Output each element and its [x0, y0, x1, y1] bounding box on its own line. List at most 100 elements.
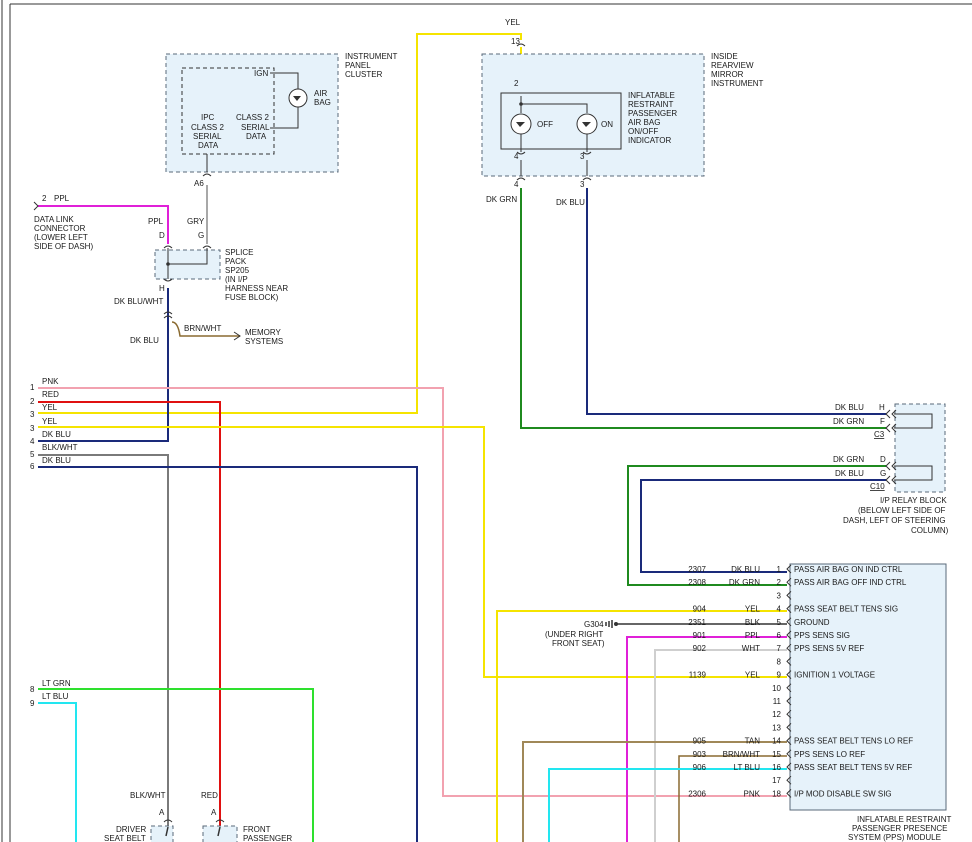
wire-yel-4 — [38, 426, 787, 678]
module-pin-14-ckt: 905 — [693, 737, 707, 746]
module-pin-15-func: PPS SENS LO REF — [794, 750, 865, 759]
airbag-label-1: AIR — [314, 89, 328, 98]
module-pin-4-wire: YEL — [745, 605, 761, 614]
module-pin-6-func: PPS SENS SIG — [794, 631, 850, 640]
mirror-pin-4: 4 — [514, 152, 519, 161]
module-terminal-13 — [786, 723, 792, 732]
bus-2b-name: YEL — [42, 403, 58, 412]
relay-row-2-wire: DK GRN — [833, 417, 864, 426]
relay-label-3: DASH, LEFT OF STEERING — [843, 516, 946, 525]
mirror-pin-3b: 3 — [580, 180, 585, 189]
mirror-title-1: INSIDE — [711, 52, 738, 61]
module-label-2: PASSENGER PRESENCE — [852, 824, 947, 833]
wire-brnwht-903 — [678, 755, 787, 842]
bus-1-name: PNK — [42, 377, 59, 386]
module-pin-1-wire: DK BLU — [731, 565, 760, 574]
module-pin-4-func: PASS SEAT BELT TENS SIG — [794, 605, 898, 614]
module-pin-17-pin: 17 — [772, 776, 781, 785]
module-pin-4-ckt: 904 — [693, 605, 707, 614]
module-terminal-16 — [786, 762, 792, 772]
module-terminal-12 — [786, 709, 792, 719]
mirror-wire-dkgrn: DK GRN — [486, 195, 517, 204]
front-label-1: FRONT — [243, 825, 271, 834]
splice-label-1: SPLICE — [225, 248, 253, 257]
module-pin-18-func: I/P MOD DISABLE SW SIG — [794, 789, 892, 798]
wire-yel-904 — [496, 610, 787, 842]
module-pin-16-pin: 16 — [772, 763, 781, 772]
splice-label-5: HARNESS NEAR — [225, 284, 288, 293]
module-pin-6-pin: 6 — [777, 631, 782, 640]
module-pin-6-ckt: 901 — [693, 631, 707, 640]
module-pin-15-pin: 15 — [772, 750, 781, 759]
wire-dkblu-7 — [38, 466, 418, 842]
ipc-title-1: INSTRUMENT — [345, 52, 398, 61]
dlc-label-3: (LOWER LEFT — [34, 233, 88, 242]
bus-4-name: DK BLU — [42, 430, 71, 439]
module-terminal-9 — [786, 670, 792, 679]
driver-label-2: SEAT BELT — [104, 834, 146, 842]
wire-ltblu — [38, 702, 77, 842]
mirror-title-2: REARVIEW — [711, 61, 754, 70]
data-link-connector: 2 PPL DATA LINK CONNECTOR (LOWER LEFT SI… — [33, 194, 93, 251]
relay-row-2-pin: F — [880, 417, 885, 426]
bus-3-num: 3 — [30, 424, 35, 433]
wire-dkblu-splice — [38, 288, 169, 442]
module-pin-13-pin: 13 — [772, 723, 781, 732]
bus-5-name: BLK/WHT — [42, 443, 78, 452]
module-terminal-1 — [786, 564, 792, 574]
module-pin-2-func: PASS AIR BAG OFF IND CTRL — [794, 578, 907, 587]
module-terminal-10 — [786, 683, 792, 693]
module-pin-5-pin: 5 — [777, 618, 782, 627]
module-pin-9-pin: 9 — [777, 671, 782, 680]
module-pin-5-wire: BLK — [745, 618, 761, 627]
module-terminal-18 — [786, 789, 792, 798]
module-pin-2-pin: 2 — [777, 578, 782, 587]
indicator-title-6: INDICATOR — [628, 136, 671, 145]
bus-4-num: 4 — [30, 437, 35, 446]
module-pin-2-wire: DK GRN — [729, 578, 760, 587]
memory-label-1: MEMORY — [245, 328, 282, 337]
bus-9-name: LT BLU — [42, 692, 69, 701]
splice-dkblu: DK BLU — [130, 336, 159, 345]
bus-5-num: 5 — [30, 450, 35, 459]
bus-3-name: YEL — [42, 417, 58, 426]
ipc-title-2: PANEL — [345, 61, 371, 70]
module-terminal-3 — [786, 591, 792, 600]
off-label: OFF — [537, 120, 553, 129]
relay-row-4-pin: G — [880, 469, 886, 478]
module-pin-15-wire: BRN/WHT — [723, 750, 760, 759]
instrument-panel-cluster: INSTRUMENT PANEL CLUSTER IGN AIR BAG IPC… — [165, 52, 398, 188]
driver-label-1: DRIVER — [116, 825, 146, 834]
module-pin-4-pin: 4 — [777, 605, 782, 614]
module-pin-6-wire: PPL — [745, 631, 761, 640]
module-pin-5-func: GROUND — [794, 618, 830, 627]
module-pin-16-ckt: 906 — [693, 763, 707, 772]
wire-ltgrn — [38, 688, 314, 842]
ground-label-2: FRONT SEAT) — [552, 639, 605, 648]
bus-6-name: DK BLU — [42, 456, 71, 465]
bottom-pin-a1: A — [159, 808, 165, 817]
bottom-connectors: BLK/WHT RED A A DRIVER SEAT BELT FRONT P… — [104, 791, 292, 842]
relay-row-3-pin: D — [880, 455, 886, 464]
mirror-title-4: INSTRUMENT — [711, 79, 764, 88]
module-pin-8-pin: 8 — [777, 657, 782, 666]
bus-2-num: 2 — [30, 397, 35, 406]
ground-id: G304 — [584, 620, 604, 629]
module-pin-5-ckt: 2351 — [688, 618, 706, 627]
module-pin-7-ckt: 902 — [693, 644, 707, 653]
bus-2-name: RED — [42, 390, 59, 399]
dlc-label-1: DATA LINK — [34, 215, 74, 224]
ipc-data-1: IPC — [201, 113, 215, 122]
splice-pin-h: H — [159, 284, 165, 293]
mirror-title-3: MIRROR — [711, 70, 744, 79]
mirror-pin-13: 13 — [511, 37, 520, 46]
module-pin-11-pin: 11 — [773, 697, 782, 706]
bus-6-num: 6 — [30, 462, 35, 471]
module-pin-7-wire: WHT — [742, 644, 760, 653]
module-terminal-11 — [786, 696, 792, 706]
dlc-wire: PPL — [54, 194, 70, 203]
airbag-label-2: BAG — [314, 98, 331, 107]
module-terminal-14 — [786, 736, 792, 745]
